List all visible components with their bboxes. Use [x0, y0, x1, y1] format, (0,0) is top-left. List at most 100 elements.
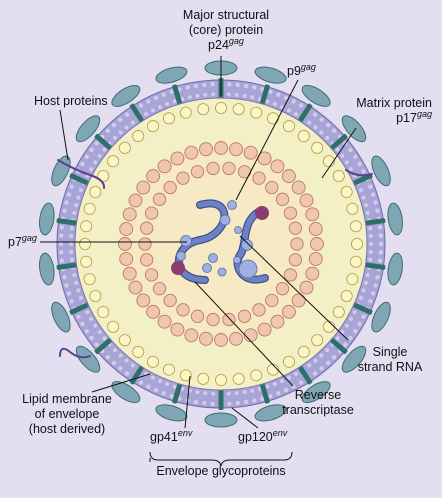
lipid-head: [118, 117, 123, 122]
matrix-bead: [340, 289, 353, 303]
lipid-head: [352, 328, 358, 334]
lipid-head: [234, 391, 239, 396]
host-protein-strand: [59, 347, 91, 359]
lipid-head: [357, 321, 362, 327]
lipid-head: [294, 371, 298, 376]
core-bead: [283, 268, 298, 282]
lipid-head: [165, 101, 170, 106]
lipid-head: [112, 135, 117, 140]
p9-name: p9: [287, 64, 301, 78]
lipid-head: [226, 92, 231, 97]
lipid-head: [203, 391, 208, 396]
gp120-knob: [51, 301, 71, 333]
core-bead: [288, 253, 302, 267]
lipid-head: [272, 382, 277, 387]
matrix-bead: [332, 169, 345, 183]
core-bead: [252, 303, 266, 317]
lipid-head: [105, 128, 111, 134]
core-bead: [288, 221, 302, 235]
lipid-head: [78, 295, 83, 300]
core-bead: [281, 304, 296, 319]
lipid-head: [344, 323, 349, 328]
lipid-head: [313, 125, 318, 130]
lipid-head: [298, 103, 304, 108]
gp41-stalk: [353, 173, 373, 186]
core-bead: [146, 169, 161, 184]
lipid-head: [361, 195, 366, 200]
core-bead: [146, 304, 161, 319]
core-bead: [163, 180, 177, 195]
lipid-head: [348, 335, 353, 341]
gp120-knob: [155, 66, 188, 84]
protein-particle: [176, 251, 186, 261]
core-bead: [275, 192, 290, 206]
lipid-head: [319, 366, 324, 371]
core-bead: [299, 193, 314, 208]
gp120-knob: [75, 345, 101, 373]
lipid-head: [252, 85, 257, 90]
matrix-bead: [346, 273, 359, 286]
matrix-bead: [80, 255, 93, 268]
lipid-head: [76, 314, 81, 319]
core-bead: [229, 331, 243, 346]
rna-line1: Single: [372, 345, 408, 359]
core-bead: [206, 312, 220, 327]
core-bead: [283, 206, 298, 220]
lipid-head: [370, 291, 376, 296]
gp41-stalk: [56, 218, 77, 226]
core-bead: [252, 171, 266, 185]
lipid-head: [211, 391, 216, 396]
core-bead: [170, 322, 185, 337]
protein-particle: [219, 214, 231, 226]
core-bead: [152, 192, 167, 206]
lipid-head: [325, 348, 330, 353]
lipid-head: [368, 184, 373, 189]
lipid-head: [62, 275, 67, 280]
core-bead: [157, 314, 172, 329]
lipid-head: [312, 112, 318, 117]
lipid-head: [352, 310, 357, 315]
matrix-bead: [162, 112, 176, 125]
gp120-knob: [341, 115, 367, 143]
core-bead: [237, 309, 252, 323]
lipid-head: [157, 104, 162, 109]
matrix-bead: [250, 106, 263, 119]
lipid-head: [153, 387, 159, 393]
lipid-head: [187, 95, 192, 100]
core-bead: [119, 222, 134, 236]
matrix-bead: [83, 273, 96, 286]
core-bead: [265, 293, 279, 308]
core-bead: [270, 314, 285, 329]
protein-particle: [227, 200, 237, 210]
lipid-head: [325, 360, 331, 366]
matrix-bead: [107, 320, 120, 333]
gp41-stalk: [365, 218, 386, 226]
gp120-knob: [387, 252, 404, 286]
matrix-bead: [146, 120, 160, 133]
lipid-head: [69, 242, 73, 246]
matrix-bead: [282, 355, 296, 368]
lipid-head: [265, 384, 270, 389]
core-bead: [290, 237, 304, 251]
core-bead: [119, 252, 134, 266]
matrix-bead: [349, 220, 362, 233]
label-gp41: gp41env: [150, 428, 192, 445]
matrix-bead: [132, 345, 145, 358]
lipid-head: [331, 354, 337, 360]
lipid-head: [210, 82, 215, 87]
lipid-head: [84, 154, 90, 160]
lipid-head: [325, 122, 331, 128]
lipid-head: [210, 401, 215, 406]
protein-particle: [202, 263, 212, 273]
lipid-head: [361, 169, 366, 174]
p7-sup: gag: [21, 232, 37, 243]
core-bead: [299, 280, 314, 295]
lipid-head: [69, 299, 74, 304]
lipid-head: [102, 147, 107, 152]
rt-line1: Reverse: [294, 388, 342, 402]
core-bead: [122, 207, 137, 222]
matrix-bead: [311, 141, 324, 154]
core-bead: [308, 252, 323, 266]
gp120-knob: [204, 412, 238, 428]
glycoprotein-brace: [149, 451, 293, 467]
